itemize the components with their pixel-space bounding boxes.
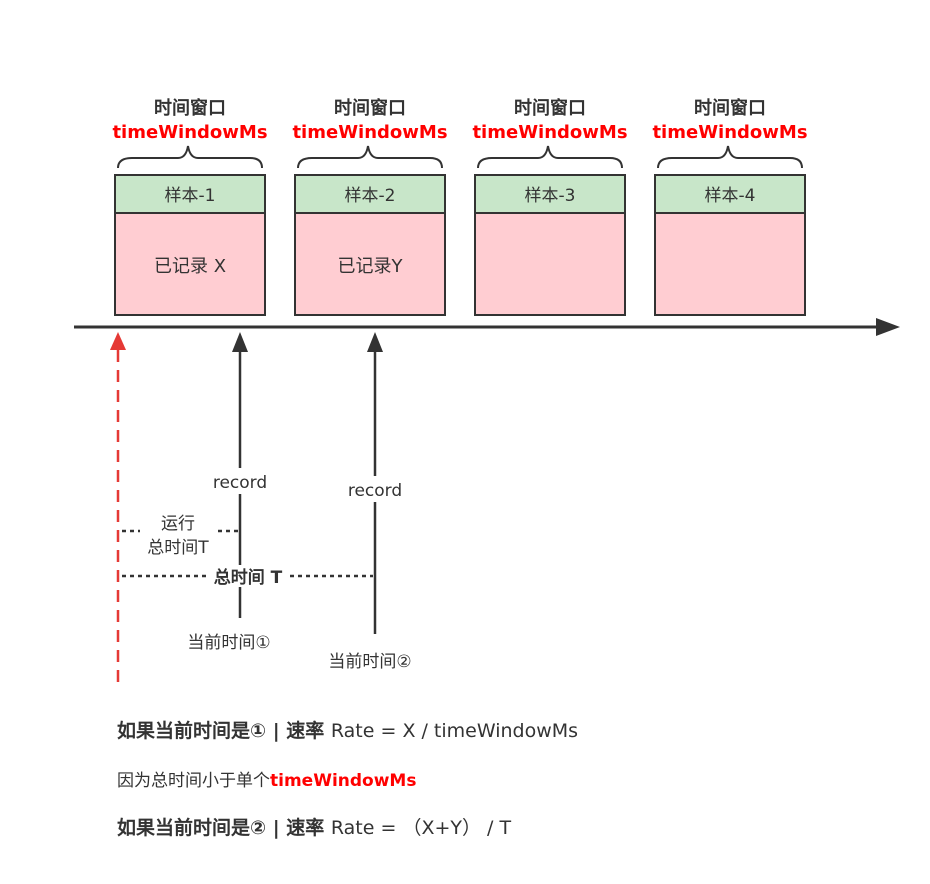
- current-time-2-label: 当前时间②: [328, 652, 411, 672]
- formula-case-2: 如果当前时间是② | 速率 Rate = （X+Y） / T: [117, 813, 511, 840]
- sample-header: [114, 174, 266, 214]
- time-window-2: 时间窗口 timeWindowMs 样本-2 已记录Y: [292, 97, 448, 316]
- sample-content: 已记录 X: [154, 256, 226, 277]
- start-marker-arrowhead: [110, 332, 126, 350]
- formula-note-prefix: 因为总时间小于单个: [117, 771, 270, 791]
- total-time-label: 总时间 T: [214, 567, 283, 588]
- time-window-1: 时间窗口 timeWindowMs 样本-1 已记录 X: [112, 97, 268, 316]
- formula-note-highlight: timeWindowMs: [270, 771, 417, 791]
- window-param: timeWindowMs: [652, 122, 807, 143]
- sample-label: 样本-1: [165, 186, 216, 206]
- time-window-3: 时间窗口 timeWindowMs 样本-3: [472, 97, 628, 316]
- window-brace: [117, 145, 263, 169]
- window-param: timeWindowMs: [112, 122, 267, 143]
- window-brace: [657, 145, 803, 169]
- record-1-label: record: [213, 473, 267, 493]
- formula-case-1: 如果当前时间是① | 速率 Rate = X / timeWindowMs: [117, 716, 578, 743]
- window-heading: 时间窗口: [154, 97, 226, 119]
- window-param: timeWindowMs: [292, 122, 447, 143]
- sample-content: 已记录Y: [338, 256, 404, 277]
- timeline-arrowhead: [876, 318, 900, 336]
- formula-case-2-prefix: 如果当前时间是② | 速率: [117, 817, 331, 839]
- run-total-label-line2: 总时间T: [147, 538, 209, 558]
- sample-body: [294, 212, 446, 316]
- total-time-label-bg: [206, 565, 290, 587]
- formula-case-2-expr: Rate = （X+Y） / T: [330, 817, 512, 839]
- sample-body: [114, 212, 266, 316]
- sample-label: 样本-3: [525, 186, 576, 206]
- formula-note: 因为总时间小于单个timeWindowMs: [117, 766, 416, 791]
- record-2-label: record: [348, 481, 402, 501]
- window-heading: 时间窗口: [514, 97, 586, 119]
- record-1-label-bg: [205, 468, 275, 494]
- sample-label: 样本-4: [705, 186, 756, 206]
- record-2-label-bg: [340, 476, 410, 502]
- window-heading: 时间窗口: [334, 97, 406, 119]
- sample-body: [654, 212, 806, 316]
- window-brace: [297, 145, 443, 169]
- current-time-1-label: 当前时间①: [187, 633, 270, 653]
- run-total-label-bg: [140, 510, 216, 560]
- time-window-4: 时间窗口 timeWindowMs 样本-4: [652, 97, 808, 316]
- window-brace: [477, 145, 623, 169]
- sample-label: 样本-2: [345, 186, 396, 206]
- window-param: timeWindowMs: [472, 122, 627, 143]
- current-time-2-arrowhead: [367, 332, 383, 352]
- run-total-label-line1: 运行: [161, 514, 195, 534]
- formula-case-1-expr: Rate = X / timeWindowMs: [330, 720, 579, 742]
- formula-case-1-prefix: 如果当前时间是① | 速率: [117, 720, 331, 742]
- current-time-1-arrowhead: [232, 332, 248, 352]
- sample-body: [474, 212, 626, 316]
- sample-header: [654, 174, 806, 214]
- window-heading: 时间窗口: [694, 97, 766, 119]
